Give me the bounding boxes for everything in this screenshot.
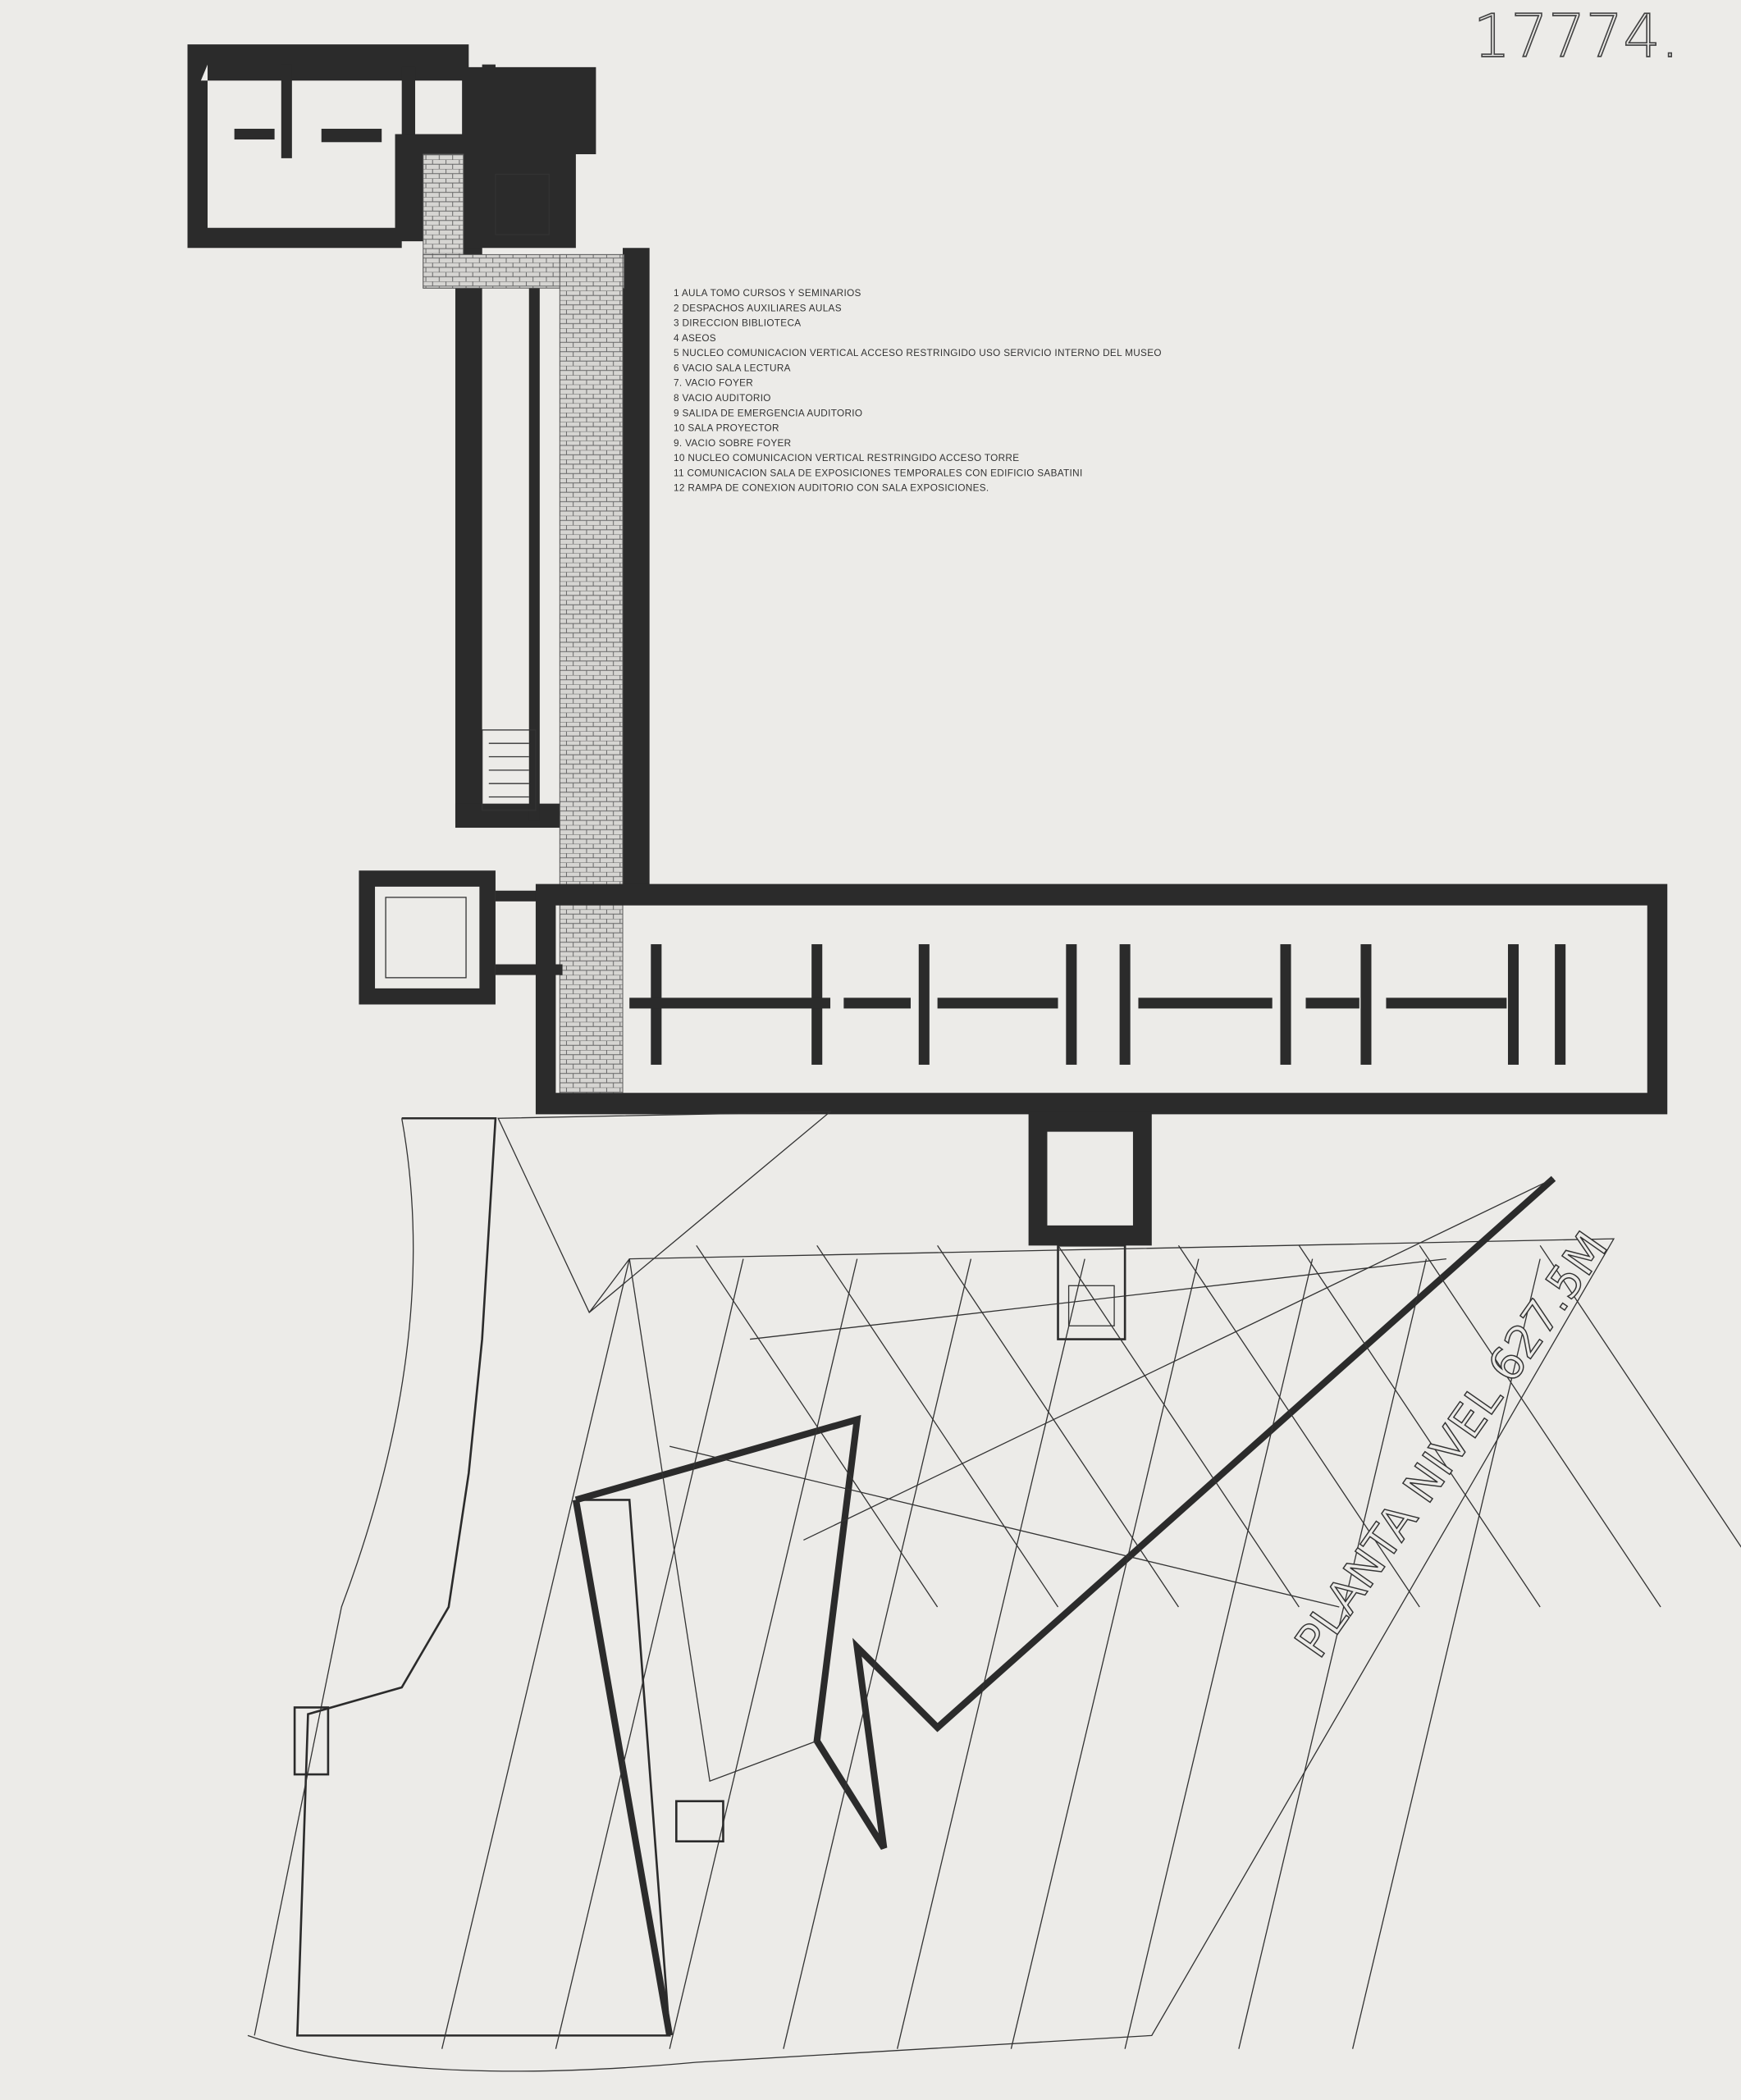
legend-item: 11 COMUNICACION SALA DE EXPOSICIONES TEM… — [674, 468, 1083, 478]
west-pavilion — [359, 870, 563, 1005]
legend: 1 AULA TOMO CURSOS Y SEMINARIOS 2 DESPACH… — [674, 288, 1162, 494]
legend-item: 2 DESPACHOS AUXILIARES AULAS — [674, 303, 842, 313]
legend-item: 10 NUCLEO COMUNICACION VERTICAL RESTRING… — [674, 453, 1019, 463]
legend-item: 10 SALA PROYECTOR — [674, 423, 779, 434]
level-label: PLANTA NIVEL 627.5M — [1285, 1222, 1619, 1667]
legend-item: 8 VACIO AUDITORIO — [674, 393, 771, 404]
legend-item: 6 VACIO SALA LECTURA — [674, 363, 791, 373]
sheet-number: 17774. — [1474, 2, 1679, 71]
legend-item: 4 ASEOS — [674, 333, 716, 344]
historic-wing-horizontal — [535, 883, 1668, 1115]
brick-corridor — [423, 153, 625, 1112]
legend-item: 9 SALIDA DE EMERGENCIA AUDITORIO — [674, 408, 862, 418]
tower — [1028, 1112, 1152, 1340]
legend-item: 3 DIRECCION BIBLIOTECA — [674, 318, 801, 329]
legend-item: 9. VACIO SOBRE FOYER — [674, 438, 791, 449]
modern-extension — [247, 1111, 1741, 2072]
legend-item: 1 AULA TOMO CURSOS Y SEMINARIOS — [674, 288, 861, 299]
legend-item: 12 RAMPA DE CONEXION AUDITORIO CON SALA … — [674, 483, 989, 494]
historic-building-north — [187, 44, 596, 255]
legend-item: 5 NUCLEO COMUNICACION VERTICAL ACCESO RE… — [674, 348, 1162, 358]
legend-item: 7. VACIO FOYER — [674, 378, 753, 389]
